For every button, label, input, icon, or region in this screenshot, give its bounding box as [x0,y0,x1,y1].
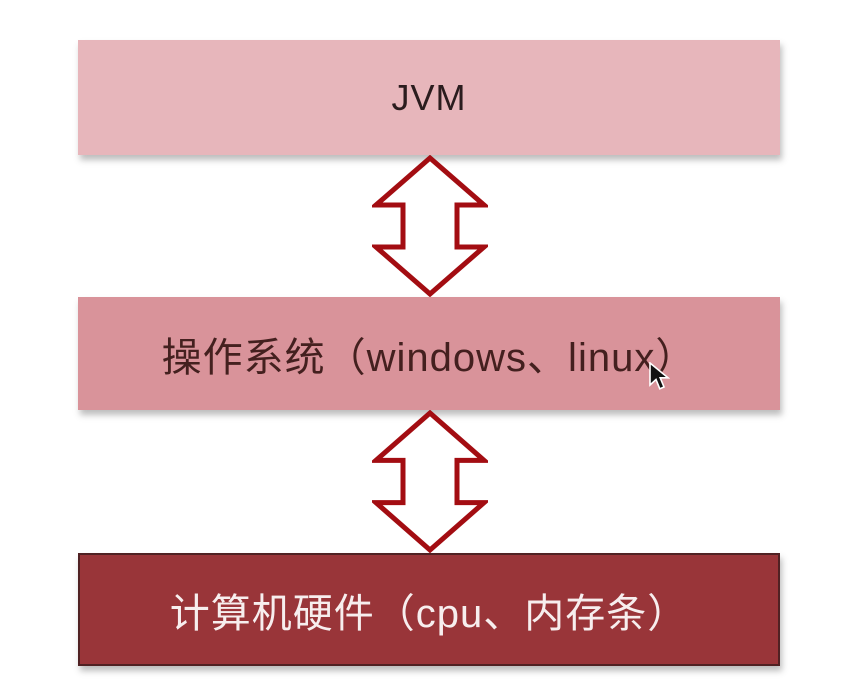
layer-operating-system: 操作系统（windows、linux） [78,297,780,410]
double-arrow-icon [372,155,488,297]
double-arrow-icon [372,410,488,553]
layer-jvm: JVM [78,40,780,155]
layer-computer-hardware: 计算机硬件（cpu、内存条） [78,553,780,666]
layer-hw-label: 计算机硬件（cpu、内存条） [169,591,689,636]
mouse-cursor-icon [648,362,670,392]
layer-os-label: 操作系统（windows、linux） [161,335,697,380]
layer-jvm-label: JVM [391,76,467,118]
